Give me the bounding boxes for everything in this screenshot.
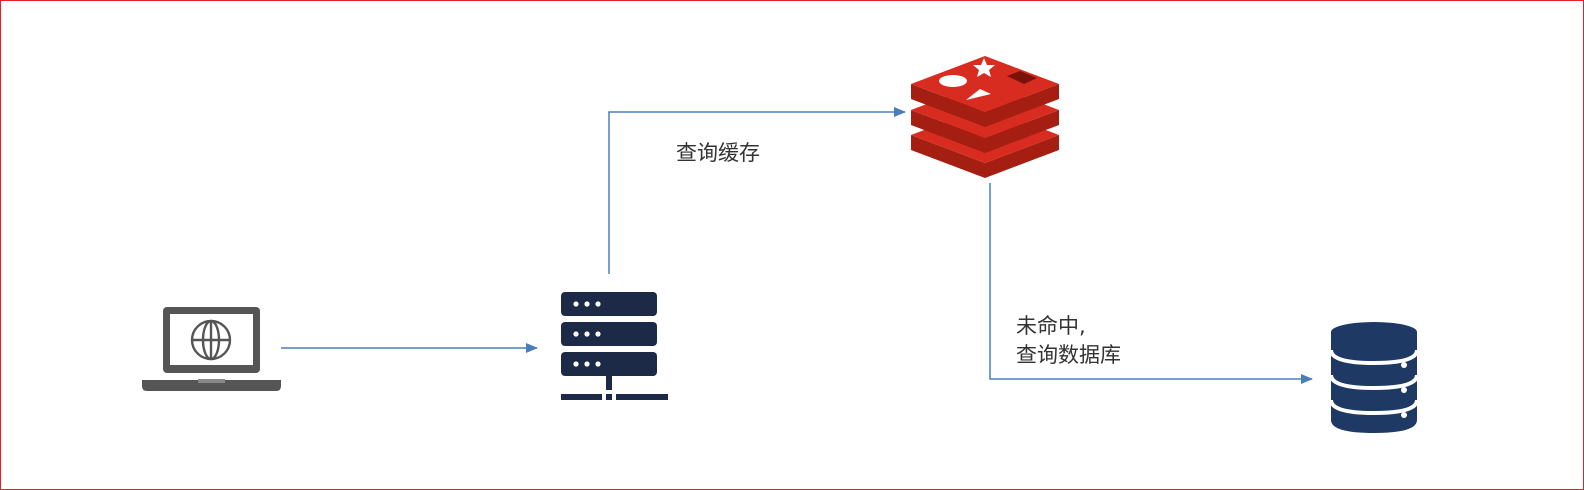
database-icon (1329, 322, 1419, 433)
cache-to-database-arrow (989, 183, 1313, 384)
server-to-cache-arrow (608, 107, 906, 274)
query-cache-label: 查询缓存 (676, 141, 760, 165)
redis-icon (911, 56, 1059, 178)
server-rack-icon (561, 292, 668, 400)
cache-miss-label-line2: 查询数据库 (1016, 343, 1121, 367)
laptop-globe-icon (142, 307, 281, 391)
cache-miss-label-line1: 未命中, (1016, 314, 1086, 338)
